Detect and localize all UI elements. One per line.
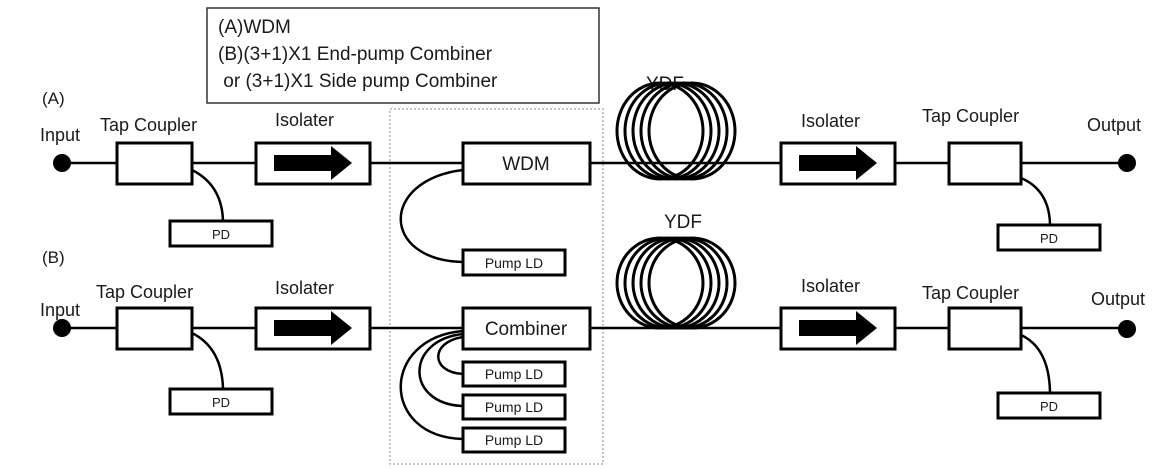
row-b-pd-right-label: PD	[1040, 399, 1058, 414]
row-a-tap-right-pd-fiber	[1020, 176, 1052, 225]
row-a-ydf-loop	[639, 81, 729, 181]
row-a-ydf-loop	[631, 81, 721, 181]
row-b-combiner-label: Combiner	[485, 319, 568, 340]
legend-box: (A)WDM (B)(3+1)X1 End-pump Combiner or (…	[206, 7, 600, 104]
legend-line-a: (A)WDM	[218, 17, 291, 38]
row-a-ydf-loop	[623, 81, 713, 181]
row-a-isolator-right-label: Isolater	[801, 111, 860, 131]
row-a-pd-right-label: PD	[1040, 231, 1058, 246]
row-b-input-port-icon	[53, 319, 71, 337]
row-a-tap-coupler-left-label: Tap Coupler	[100, 115, 197, 135]
row-a-pd-left	[168, 219, 274, 248]
row-a-isolator-left-label: Isolater	[275, 110, 334, 130]
row-b-ydf-loop	[647, 236, 737, 330]
row-a-tap-coupler-right-label: Tap Coupler	[922, 106, 1019, 126]
row-a-tap-left-pd-fiber	[191, 168, 225, 222]
row-a-pd-right	[996, 223, 1102, 252]
row-b-tap-coupler-right-label: Tap Coupler	[922, 283, 1019, 303]
row-b-pump-ld-1	[461, 360, 567, 388]
row-a-wdm	[461, 141, 592, 186]
row-a-ydf-coil-icon	[615, 81, 737, 181]
row-b-pump-ld-3	[461, 426, 567, 454]
row-b-isolator-left-label: Isolater	[275, 278, 334, 298]
row-a-pump-ld-label: Pump LD	[485, 255, 543, 271]
row-b-ydf-coil-icon	[615, 236, 737, 330]
row-a: (A) Input Tap Coupler Isolater YDF Isola…	[40, 74, 1141, 277]
row-b-ydf-loop	[639, 236, 729, 330]
row-b-tap-left-pd-fiber	[191, 331, 225, 390]
row-a-output-port-icon	[1118, 154, 1136, 172]
row-b-combiner	[461, 306, 592, 351]
legend-line-b: (B)(3+1)X1 End-pump Combiner	[218, 44, 493, 65]
row-a-tap-coupler-right	[947, 141, 1023, 186]
row-b-ydf-label: YDF	[664, 212, 702, 233]
row-b-pump-ld-2-label: Pump LD	[485, 399, 543, 415]
legend-frame	[206, 7, 600, 104]
row-b: (B) Input Tap Coupler Isolater YDF Isola…	[40, 212, 1145, 454]
row-a-pd-left-label: PD	[212, 227, 230, 242]
row-b-input-label: Input	[40, 300, 80, 320]
row-a-ydf-loop	[647, 81, 737, 181]
row-b-isolator-right-label: Isolater	[801, 276, 860, 296]
row-a-label: (A)	[42, 89, 65, 108]
row-b-pump-ld-1-label: Pump LD	[485, 366, 543, 382]
row-a-wdm-label: WDM	[502, 154, 549, 175]
legend-line-b-alt: or (3+1)X1 Side pump Combiner	[218, 71, 498, 92]
row-a-input-port-icon	[53, 154, 71, 172]
row-b-pump-ld-3-label: Pump LD	[485, 432, 543, 448]
row-a-isolator-right-arrow-icon	[799, 146, 877, 180]
row-b-label: (B)	[42, 248, 65, 267]
row-a-output-label: Output	[1087, 115, 1141, 135]
row-b-output-label: Output	[1091, 289, 1145, 309]
row-b-pump-fiber-3	[399, 329, 464, 441]
row-a-pump-fiber	[399, 168, 464, 264]
row-b-tap-coupler-left-label: Tap Coupler	[96, 282, 193, 302]
row-b-output-port-icon	[1118, 320, 1136, 338]
row-b-tap-coupler-right	[947, 306, 1023, 351]
row-a-pump-ld	[461, 248, 567, 277]
row-b-pd-left-label: PD	[212, 395, 230, 410]
row-b-ydf-loop	[631, 236, 721, 330]
row-b-pump-fiber-1	[437, 335, 464, 376]
row-a-isolator-left-arrow-icon	[274, 146, 352, 180]
row-b-tap-coupler-left	[115, 306, 194, 351]
row-b-isolator-left-arrow-icon	[274, 311, 352, 345]
row-b-pd-left	[168, 387, 274, 416]
row-b-tap-right-pd-fiber	[1020, 333, 1052, 393]
row-a-tap-coupler-left	[115, 141, 194, 186]
row-b-pd-right	[996, 391, 1102, 420]
row-b-pump-ld-2	[461, 393, 567, 421]
row-b-pump-fiber-2	[418, 332, 464, 408]
row-b-isolator-right-arrow-icon	[799, 311, 877, 345]
row-a-input-label: Input	[40, 125, 80, 145]
row-b-ydf-loop	[623, 236, 713, 330]
